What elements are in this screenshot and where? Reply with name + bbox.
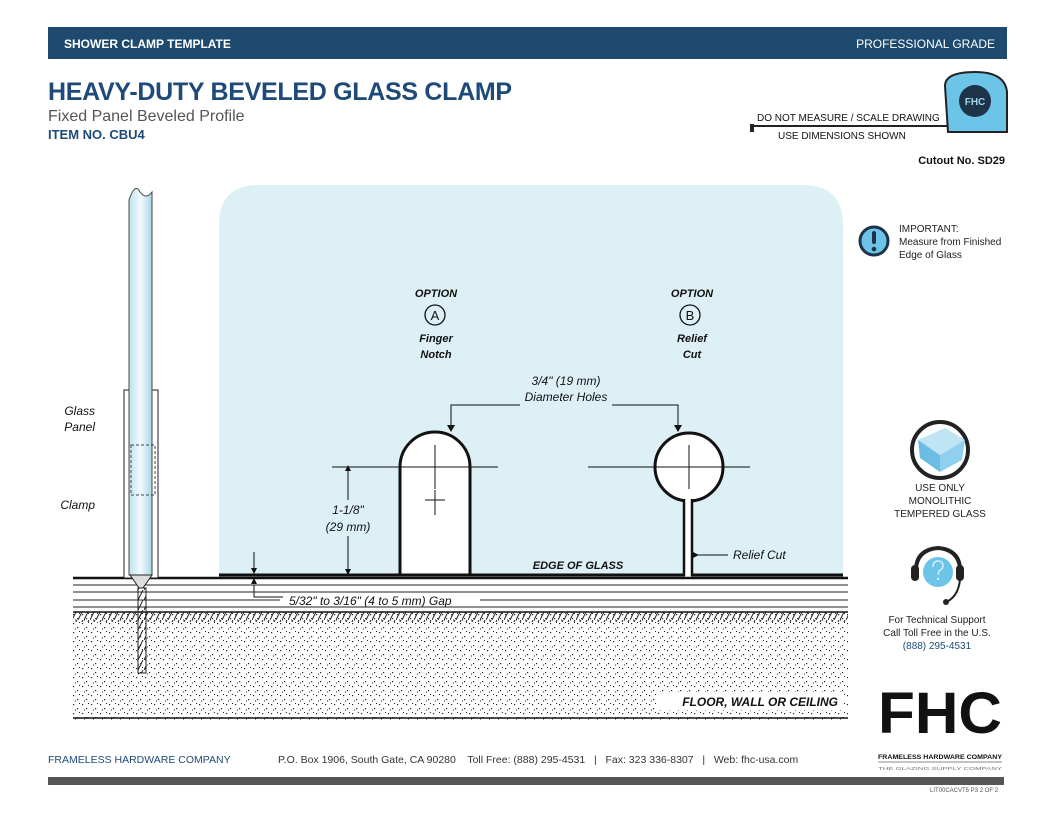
cutout-number: Cutout No. SD29 xyxy=(918,155,1005,167)
option-a-name-1: Finger xyxy=(419,333,453,345)
support-text-2: Call Toll Free in the U.S. xyxy=(883,628,991,639)
support-headset-icon xyxy=(911,545,964,605)
clamp-label: Clamp xyxy=(60,498,95,512)
document-code: LIT00CACVT5 P3 2 OF 2 xyxy=(930,788,999,794)
logo-text: FHC xyxy=(878,681,1002,746)
glass-note-2: MONOLITHIC xyxy=(909,496,972,507)
important-text-2: Edge of Glass xyxy=(899,250,962,261)
header-bar: SHOWER CLAMP TEMPLATE PROFESSIONAL GRADE xyxy=(48,27,1007,59)
important-label: IMPORTANT: xyxy=(899,224,959,235)
no-measure-note: DO NOT MEASURE / SCALE DRAWING xyxy=(757,113,940,124)
tape-logo: FHC xyxy=(965,97,986,108)
footer-bar xyxy=(48,777,1004,785)
option-b-letter: B xyxy=(686,308,695,323)
floor-label: FLOOR, WALL OR CEILING xyxy=(682,695,838,709)
subtitle: Fixed Panel Beveled Profile xyxy=(48,108,245,125)
logo-sub2: THE GLAZING SUPPLY COMPANY xyxy=(878,766,1002,771)
tempered-glass-icon xyxy=(910,420,970,480)
item-number: ITEM NO. CBU4 xyxy=(48,127,145,142)
glass-panel-side-view xyxy=(123,187,159,674)
use-dimensions-note: USE DIMENSIONS SHOWN xyxy=(778,131,906,142)
holes-dimension: 3/4" (19 mm) xyxy=(532,374,601,388)
option-a-name-2: Notch xyxy=(420,349,451,361)
height-mm: (29 mm) xyxy=(326,520,371,534)
page-title: HEAVY-DUTY BEVELED GLASS CLAMP xyxy=(48,78,512,106)
glass-panel-label-1: Glass xyxy=(64,404,95,418)
logo-sub1: FRAMELESS HARDWARE COMPANY xyxy=(878,755,1002,761)
height-dimension: 1-1/8" xyxy=(332,503,364,517)
support-text-1: For Technical Support xyxy=(888,615,985,626)
important-text-1: Measure from Finished xyxy=(899,237,1001,248)
option-b-name-2: Cut xyxy=(683,349,703,361)
footer-company: FRAMELESS HARDWARE COMPANY xyxy=(48,754,231,766)
fhc-logo: FHC FRAMELESS HARDWARE COMPANY THE GLAZI… xyxy=(878,681,1002,771)
support-phone[interactable]: (888) 295-4531 xyxy=(903,641,972,652)
relief-cut-label: Relief Cut xyxy=(733,548,786,562)
footer-contact-info: P.O. Box 1906, South Gate, CA 90280 Toll… xyxy=(278,754,799,766)
glass-note-3: TEMPERED GLASS xyxy=(894,509,986,520)
option-b-name-1: Relief xyxy=(677,333,708,345)
glass-note-1: USE ONLY xyxy=(915,483,965,494)
gap-label: 5/32" to 3/16" (4 to 5 mm) Gap xyxy=(289,594,452,608)
option-a-label: OPTION xyxy=(415,288,458,300)
option-a-letter: A xyxy=(431,308,440,323)
holes-label: Diameter Holes xyxy=(525,390,608,404)
glass-panel-label-2: Panel xyxy=(64,420,95,434)
important-icon xyxy=(858,225,890,257)
header-left: SHOWER CLAMP TEMPLATE xyxy=(64,37,231,51)
option-b-label: OPTION xyxy=(671,288,714,300)
floor-section xyxy=(73,576,848,720)
tape-measure-icon: FHC xyxy=(750,70,1008,133)
header-right: PROFESSIONAL GRADE xyxy=(856,37,995,51)
edge-of-glass-label: EDGE OF GLASS xyxy=(533,560,624,572)
